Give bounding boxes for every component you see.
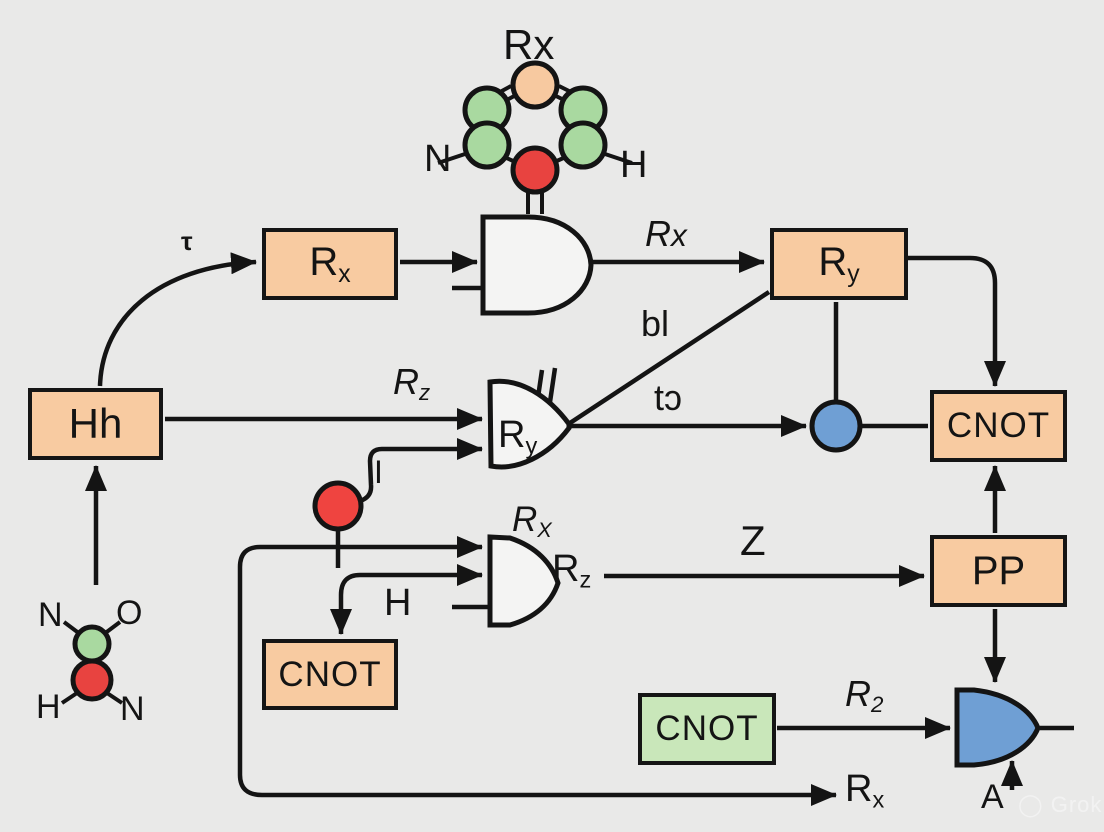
hh-box: Hh (28, 388, 163, 460)
cnot-green-box: CNOT (638, 693, 776, 765)
molecule-bottom-O: O (116, 594, 143, 632)
atom-orange (510, 60, 560, 110)
edge-label-i: I (374, 454, 383, 490)
molecule-bottom-H: H (36, 688, 61, 726)
cnot-top-label: CNOT (946, 406, 1051, 445)
edge-label-z: Z (740, 517, 766, 564)
edge-rednode-to-midgate (359, 438, 483, 504)
bond-to-N (437, 151, 469, 165)
or-gate-mid (487, 378, 572, 470)
edge-long-loop-to-rx (237, 567, 837, 806)
hh-box-label: Hh (68, 400, 123, 447)
molecule-top-H: H (620, 144, 648, 186)
rx-box: Rx (262, 228, 398, 300)
edge-label-t: tɔ (654, 377, 683, 418)
gate-blue (954, 687, 1041, 768)
pp-box: PP (930, 535, 1067, 607)
edge-label-bl: bl (641, 303, 670, 344)
molecule-top-title: Rx (503, 21, 555, 68)
molecule-bottom-atoms (70, 624, 114, 702)
edge-label-r2: R2 (845, 673, 884, 718)
edge-label-rz-in: Rz (393, 361, 431, 406)
mid-gate-label: Ry (498, 414, 538, 459)
molecule-bottom-N2: N (120, 690, 145, 728)
grok-watermark: ◯ Grok (1018, 792, 1103, 817)
low-gate-out-label: Rz (552, 548, 592, 593)
cnot-left-label: CNOT (278, 654, 382, 694)
edge-feed-lowgate-top (237, 536, 483, 568)
edge-ry-to-cnot-curve (908, 255, 1006, 387)
blue-gate-label: A (981, 778, 1004, 816)
pp-box-label: PP (971, 548, 1026, 593)
atom-green (558, 120, 608, 170)
molecule-top-N: N (424, 138, 452, 180)
cnot-green-label: CNOT (655, 709, 759, 748)
watermark-logo-icon: ◯ (1018, 792, 1051, 817)
bond-double (526, 193, 544, 214)
cnot-left-box: CNOT (262, 639, 398, 710)
and-gate-top (480, 214, 594, 316)
edge-label-rx-bottom: Rx (845, 768, 885, 813)
edge-hh-to-rx-curve (97, 252, 257, 387)
atom-green (72, 624, 112, 664)
low-gate-top-label: RX (512, 500, 552, 543)
ry-box-label: Ry (818, 239, 860, 288)
edge-midgate-to-ry-diag (568, 290, 771, 425)
cnot-top-box: CNOT (930, 390, 1067, 462)
ry-box: Ry (770, 228, 908, 300)
control-node-blue (809, 399, 863, 453)
molecule-top-atoms (462, 60, 608, 195)
molecule-bottom-N1: N (38, 596, 63, 634)
gate-low (487, 534, 561, 628)
rx-box-label: Rx (309, 239, 351, 288)
atom-red (70, 658, 114, 702)
edge-label-rx-top: Rx (645, 213, 687, 254)
control-node-red (312, 480, 364, 532)
atom-red (510, 145, 560, 195)
edge-label-tau: τ (181, 226, 193, 256)
edge-branch-to-cnotleft (330, 572, 361, 635)
edge-label-h: H (384, 582, 412, 624)
atom-green (462, 120, 512, 170)
bond-to-H (601, 151, 633, 165)
